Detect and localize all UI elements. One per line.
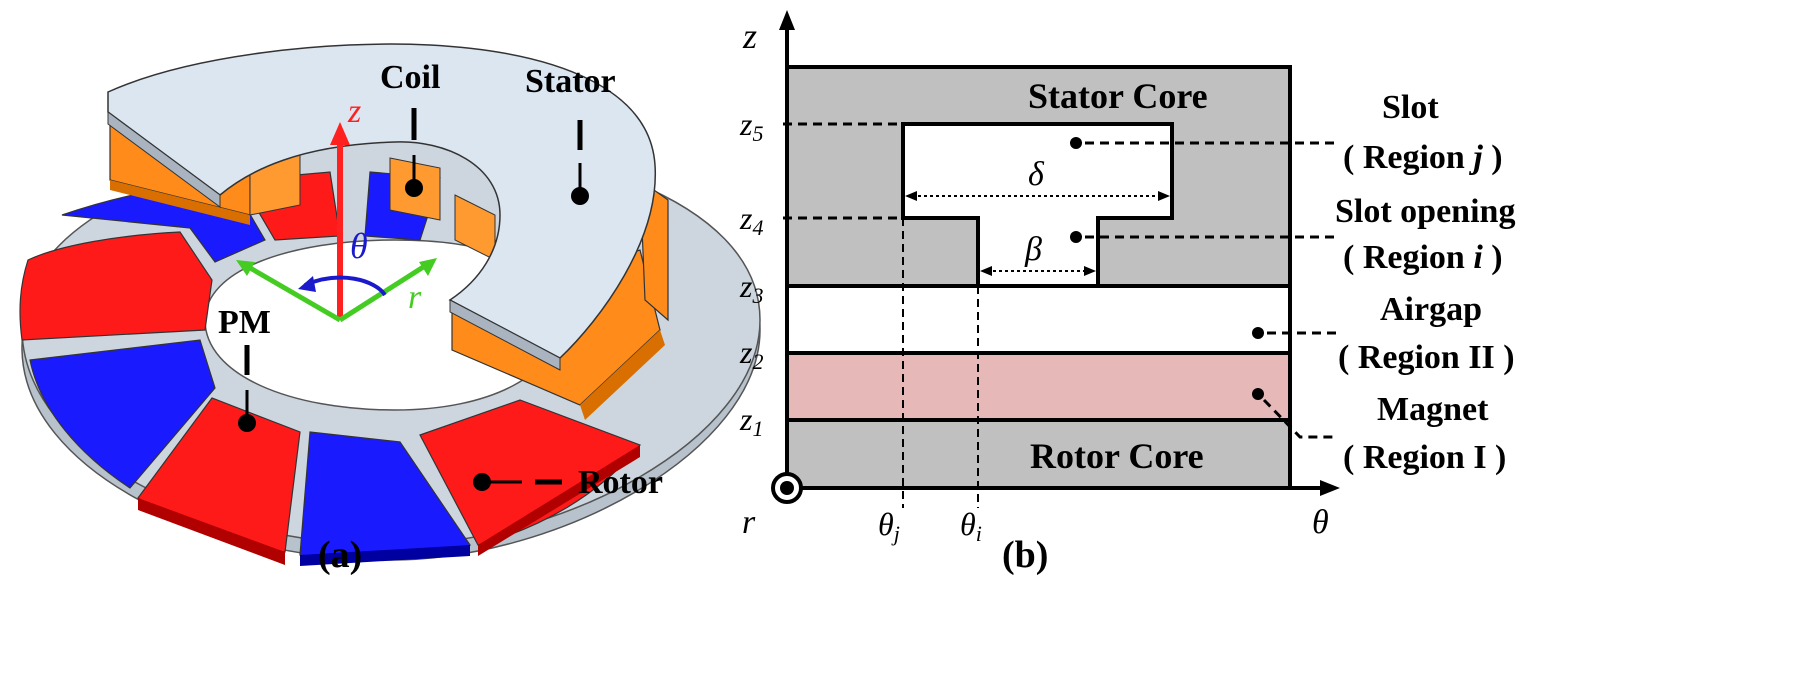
tick-z3: z3 [739, 268, 763, 308]
label-coil: Coil [380, 59, 440, 96]
tick-z1: z1 [739, 401, 763, 441]
axis-theta-label: θ [350, 226, 368, 266]
theta-arc-arrow [304, 275, 387, 297]
coil-marker [405, 179, 423, 197]
legend-leaders [1070, 137, 1338, 439]
rotor-core [785, 418, 1292, 490]
caption-a: (a) [318, 534, 362, 576]
legend-magnet-region: ( Region I ) [1343, 439, 1506, 476]
r-axis-origin-dot [780, 481, 794, 495]
legend-slot-region: ( Region j ) [1343, 139, 1503, 176]
legend: Slot ( Region j ) Slot opening ( Region … [1335, 89, 1515, 476]
magnet-red-3 [19, 231, 213, 341]
z-axis-arrowhead [330, 122, 350, 145]
tick-z5: z5 [739, 106, 763, 146]
axis-theta-label-b: θ [1312, 504, 1329, 541]
magnet-blue-2 [29, 339, 216, 489]
magnet-red-edge-2 [478, 445, 640, 556]
delta-label: δ [1028, 156, 1045, 193]
label-rotor: Rotor [578, 464, 663, 501]
label-stator: Stator [525, 63, 616, 100]
beta-label: β [1024, 231, 1042, 268]
axis-r-label-b: r [742, 504, 756, 541]
delta-dimension: δ [905, 156, 1170, 201]
magnet-red-edge [138, 498, 285, 565]
beta-dimension: β [980, 231, 1096, 276]
tick-theta-j: θj [878, 506, 900, 546]
panel-b: z r θ z5 z4 z3 z2 z1 θj θi δ [739, 10, 1515, 576]
axis-z-label-b: z [742, 16, 757, 56]
panel-a: z θ r Coil Stator PM Rotor (a) [19, 43, 761, 576]
legend-slot-title: Slot [1382, 89, 1439, 126]
stator-plate [107, 43, 656, 371]
stator-core-label: Stator Core [1028, 76, 1208, 116]
tick-z2: z2 [739, 334, 763, 374]
theta-left-arrowhead [236, 260, 255, 276]
tick-theta-i: θi [960, 506, 982, 546]
axis-z-label: z [347, 93, 361, 130]
rotor-core-label: Rotor Core [1030, 436, 1204, 476]
stator-marker [571, 187, 589, 205]
magnet-region [785, 351, 1292, 422]
theta-arc-arrowhead [298, 276, 316, 292]
magnet-blue-edge [300, 545, 470, 566]
legend-airgap-region: ( Region II ) [1338, 339, 1515, 376]
z-ticks: z5 z4 z3 z2 z1 [739, 106, 903, 441]
legend-opening-title: Slot opening [1335, 193, 1515, 230]
caption-b: (b) [1002, 534, 1048, 576]
panel-a-axes: z θ r [236, 93, 437, 323]
airgap-region [785, 284, 1292, 355]
panel-a-labels: Coil Stator PM Rotor [218, 59, 663, 501]
label-pm: PM [218, 304, 271, 341]
pm-marker [238, 414, 256, 432]
legend-airgap-title: Airgap [1380, 291, 1482, 328]
z-axis-arrowhead-b [779, 10, 795, 30]
r-axis-arrowhead [419, 258, 437, 276]
tick-z4: z4 [739, 200, 763, 240]
theta-axis-arrowhead [1320, 480, 1340, 496]
theta-left-arrow [243, 262, 342, 323]
legend-opening-region: ( Region i ) [1343, 239, 1503, 276]
legend-magnet-title: Magnet [1377, 391, 1489, 428]
axis-r-label: r [408, 279, 422, 316]
rotor-marker [473, 473, 491, 491]
